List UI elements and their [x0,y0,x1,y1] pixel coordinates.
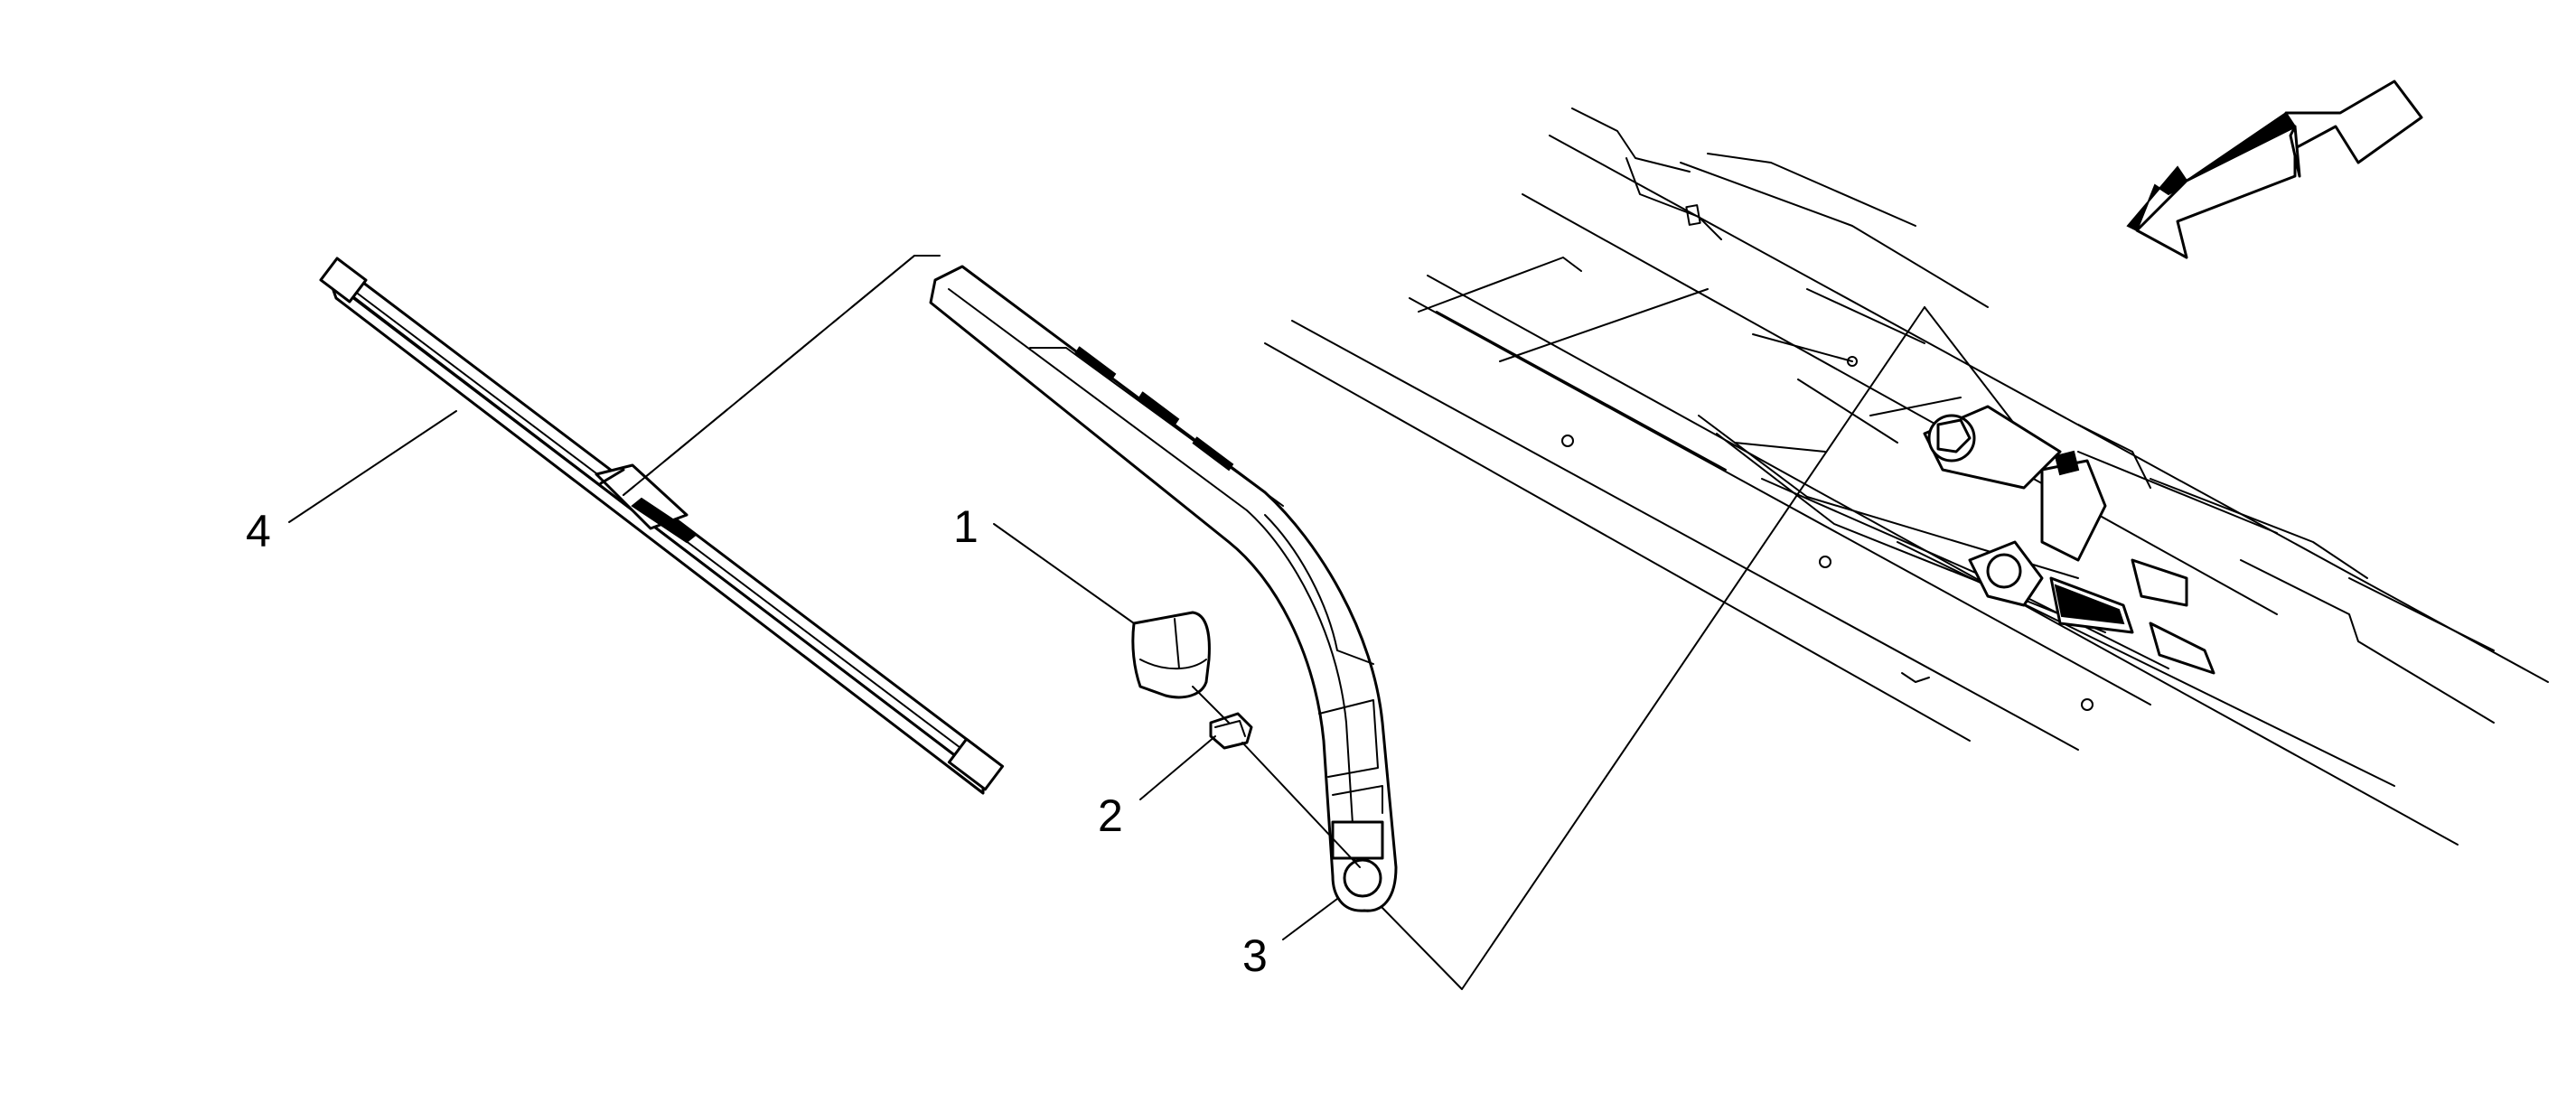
view-direction-arrow-icon [2126,79,2423,259]
callout-4: 4 [246,506,271,556]
leader-line-3 [1282,898,1338,940]
alignment-line-cap-nut [1192,686,1230,724]
wiper-transmission-pivot [1923,405,2215,675]
callout-3: 3 [1242,930,1268,981]
leader-line-4 [288,410,457,523]
installation-centerlines [623,255,2016,990]
wiper-blade [319,257,1005,795]
wiper-arm-cap [1131,611,1211,699]
callout-1: 1 [953,501,979,552]
vehicle-cowl-panel [1264,107,2549,846]
leader-line-2 [1139,735,1216,800]
leader-line-1 [993,523,1135,624]
callout-2: 2 [1098,790,1123,841]
wiper-arm [929,265,1398,912]
wiper-arm-nut [1209,712,1253,750]
alignment-line-nut-arm [1241,742,1361,868]
